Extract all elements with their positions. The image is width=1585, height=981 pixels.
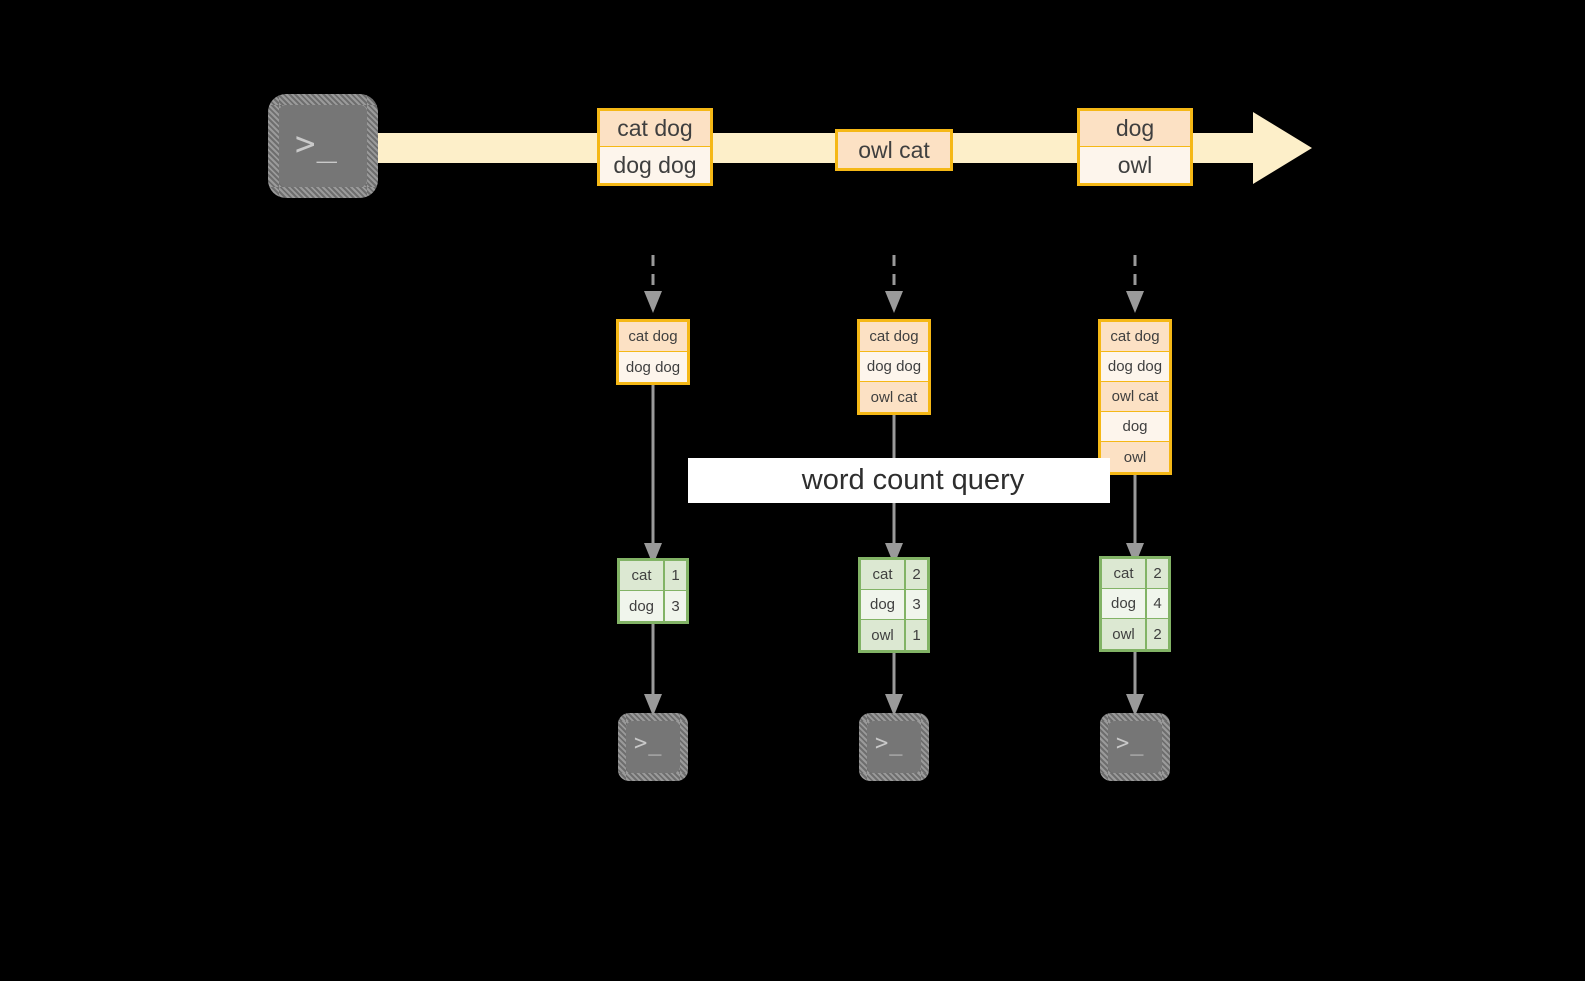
result-word: dog [1102,589,1147,618]
result-count: 2 [1153,565,1162,582]
result-count: 1 [671,567,680,584]
sink-terminal-column-2[interactable]: >_ [859,713,929,781]
terminal-screen: >_ [867,721,921,773]
state-box-column-3[interactable]: cat dog dog dog owl cat dog owl [1098,319,1172,475]
sink-connector-2 [885,650,903,716]
state-row: owl cat [860,382,928,412]
result-table-column-3[interactable]: cat 2 dog 4 owl 2 [1099,556,1171,652]
stream-event-row: dog dog [600,147,710,183]
result-row: cat 1 [620,561,686,591]
result-count: 1 [912,626,921,644]
terminal-prompt-glyph: >_ [634,731,663,756]
state-row: dog [1101,412,1169,442]
result-count: 2 [1153,625,1162,643]
result-word: owl [1102,619,1147,649]
result-row: owl 1 [861,620,927,650]
stream-event-row: owl [1080,147,1190,183]
result-word: owl [861,620,906,650]
state-box-column-1[interactable]: cat dog dog dog [616,319,690,385]
state-row: owl [1101,442,1169,472]
result-word: dog [861,590,906,619]
state-row: cat dog [619,322,687,352]
state-row: dog dog [1101,352,1169,382]
result-row: dog 3 [861,590,927,620]
state-box-column-2[interactable]: cat dog dog dog owl cat [857,319,931,415]
result-table-column-1[interactable]: cat 1 dog 3 [617,558,689,624]
result-row: dog 3 [620,591,686,621]
sink-connector-1 [644,621,662,716]
feed-connector-2 [885,255,903,313]
feed-connector-3 [1126,255,1144,313]
result-count: 3 [671,597,680,615]
result-count: 2 [912,566,921,583]
result-table-column-2[interactable]: cat 2 dog 3 owl 1 [858,557,930,653]
state-row: dog dog [619,352,687,382]
query-label: word count query [688,458,1110,503]
terminal-prompt-glyph: >_ [295,124,338,164]
result-word: cat [620,561,665,590]
feed-connector-1 [644,255,662,313]
stream-event-row: owl cat [838,132,950,168]
stream-event-3[interactable]: dog owl [1077,108,1193,186]
sink-terminal-column-1[interactable]: >_ [618,713,688,781]
query-connector-1 [644,383,662,565]
stream-event-row: dog [1080,111,1190,147]
sink-terminal-column-3[interactable]: >_ [1100,713,1170,781]
result-count: 4 [1153,595,1162,612]
query-label-text: word count query [801,464,1025,496]
query-connector-3 [1126,472,1144,565]
stream-event-2[interactable]: owl cat [835,129,953,171]
state-row: dog dog [860,352,928,382]
stream-event-1[interactable]: cat dog dog dog [597,108,713,186]
stream-event-row: cat dog [600,111,710,147]
terminal-prompt-glyph: >_ [875,731,904,756]
result-row: cat 2 [1102,559,1168,589]
result-row: dog 4 [1102,589,1168,619]
sink-connector-3 [1126,649,1144,716]
result-count: 3 [912,596,921,613]
source-terminal-icon[interactable]: >_ [268,94,378,198]
result-word: cat [861,560,906,589]
terminal-prompt-glyph: >_ [1116,731,1145,756]
terminal-screen: >_ [1108,721,1162,773]
state-row: cat dog [1101,322,1169,352]
result-row: owl 2 [1102,619,1168,649]
state-row: owl cat [1101,382,1169,412]
terminal-screen: >_ [279,105,367,187]
result-word: cat [1102,559,1147,588]
terminal-screen: >_ [626,721,680,773]
result-word: dog [620,591,665,621]
result-row: cat 2 [861,560,927,590]
state-row: cat dog [860,322,928,352]
